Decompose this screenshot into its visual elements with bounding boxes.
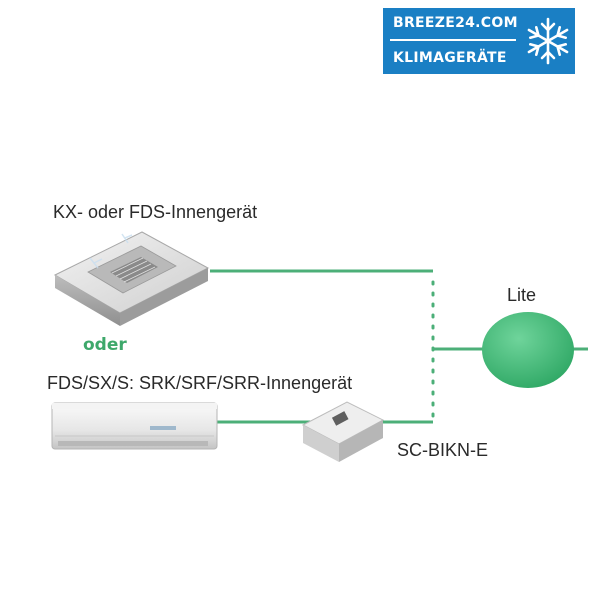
wall-unit-label: FDS/SX/S: SRK/SRF/SRR-Innengerät bbox=[47, 373, 353, 393]
lite-label: Lite bbox=[507, 285, 537, 305]
or-label: oder bbox=[83, 335, 127, 355]
lite-controller bbox=[482, 312, 574, 388]
adapter-box-illustration bbox=[301, 401, 385, 462]
cassette-unit-label: KX- oder FDS-Innengerät bbox=[53, 202, 258, 222]
logo-divider bbox=[390, 39, 516, 41]
logo-text-domain: BREEZE24.COM bbox=[393, 15, 518, 31]
logo-text-category: KLIMAGERÄTE bbox=[393, 50, 507, 66]
snowflake-icon bbox=[527, 17, 569, 65]
adapter-label: SC-BIKN-E bbox=[397, 440, 489, 460]
cassette-unit-illustration bbox=[53, 231, 210, 326]
brand-logo: BREEZE24.COM KLIMAGERÄTE bbox=[383, 8, 575, 74]
signal-lines bbox=[210, 269, 588, 424]
wall-unit-illustration bbox=[51, 402, 218, 450]
